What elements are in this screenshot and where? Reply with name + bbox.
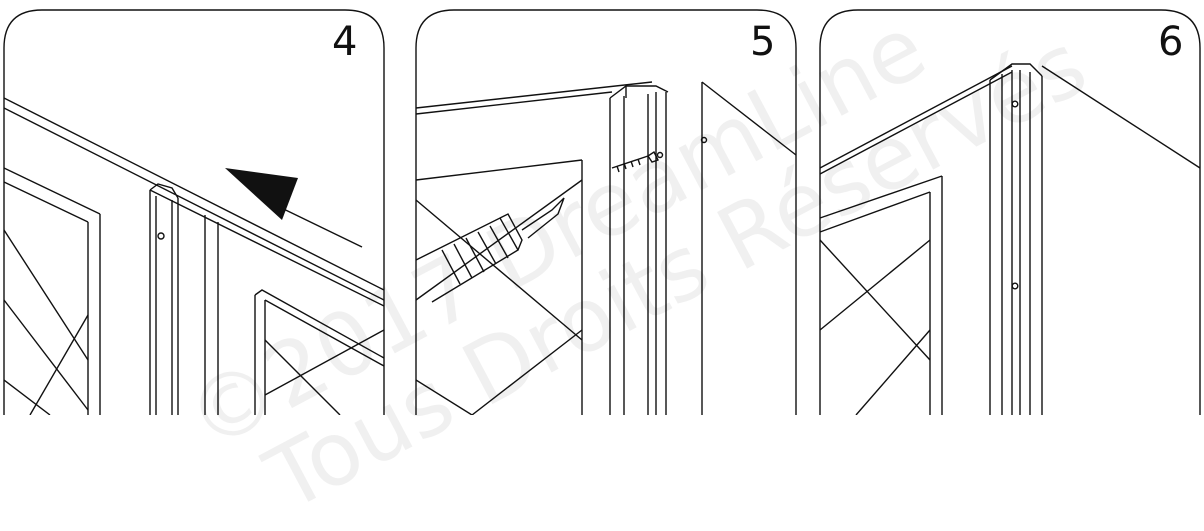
- step-number: 6: [1158, 19, 1184, 65]
- ceiling-edge: [819, 65, 1013, 169]
- step-6-panel: 6: [816, 0, 1204, 415]
- step-5-illustration: [415, 9, 797, 415]
- step-6-illustration: [819, 9, 1201, 415]
- screwdriver: [415, 197, 565, 303]
- step-number: 5: [750, 19, 776, 65]
- step-4-illustration: [3, 9, 385, 415]
- panel-frame: [819, 9, 1201, 415]
- ceiling-edge: [3, 97, 385, 291]
- screw: [611, 150, 659, 173]
- direction-arrow: [225, 168, 298, 220]
- step-4-panel: 4: [0, 0, 388, 415]
- step-5-panel: 5: [412, 0, 800, 415]
- step-number: 4: [332, 19, 358, 65]
- panel-frame: [3, 9, 385, 415]
- panel-frame: [415, 9, 797, 415]
- ceiling-edge: [415, 81, 653, 109]
